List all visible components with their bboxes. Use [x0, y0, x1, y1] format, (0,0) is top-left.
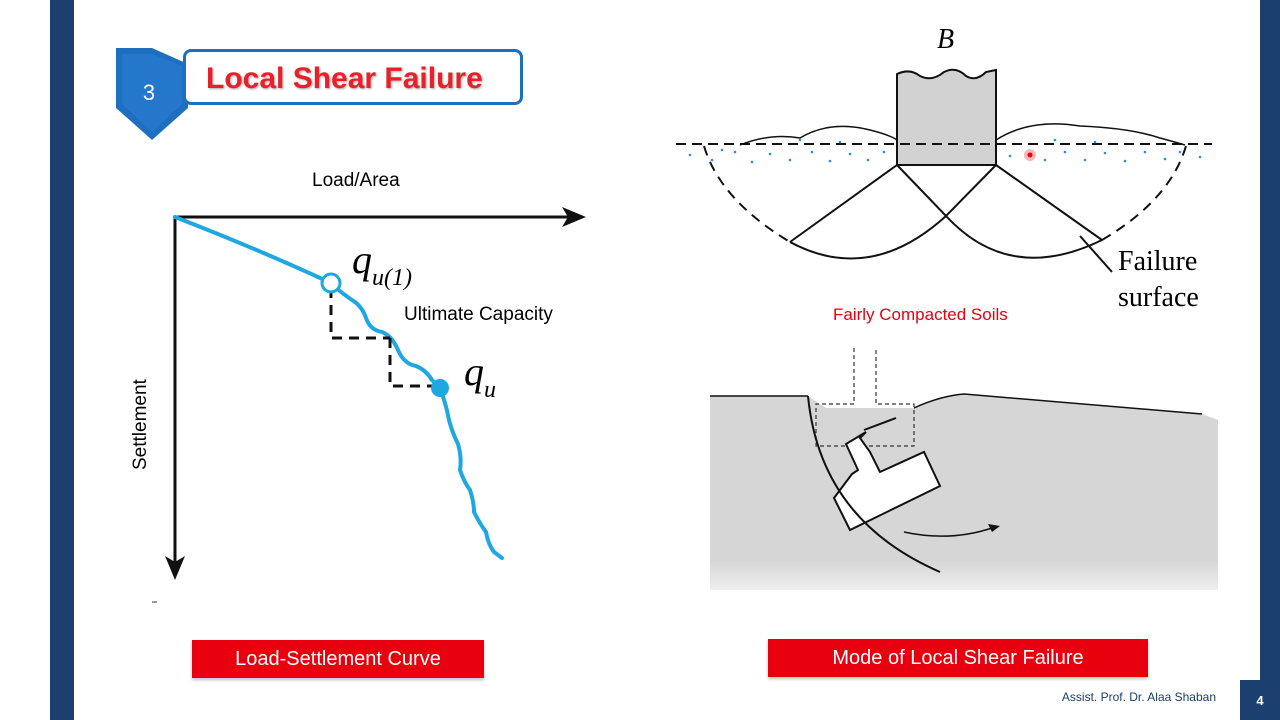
failure-surface-right — [1101, 145, 1187, 241]
model-failure-arc — [807, 395, 941, 573]
failure-leader-line — [1079, 235, 1113, 273]
footing-edge — [863, 417, 897, 431]
qu-label: qu — [464, 349, 496, 403]
page-title: Local Shear Failure — [206, 62, 483, 95]
mode-caption: Mode of Local Shear Failure — [768, 639, 1148, 677]
title-box: Local Shear Failure — [183, 49, 523, 105]
qu1-label: qu(1) — [352, 237, 412, 291]
heave-left — [739, 125, 898, 146]
load-settlement-caption: Load-Settlement Curve — [192, 640, 484, 678]
soil-surface-line — [710, 393, 1203, 415]
failure-surface-left — [703, 145, 791, 243]
load-settlement-curve — [173, 215, 504, 560]
left-accent-bar — [50, 0, 74, 720]
rotated-footing — [832, 431, 942, 532]
section-number-badge — [116, 48, 188, 140]
soil-body — [710, 394, 1218, 590]
failure-label-line2: surface — [1118, 282, 1199, 313]
footing-width-label: B — [937, 24, 955, 55]
rotation-arrow — [903, 527, 993, 537]
failure-arc-right — [945, 215, 1103, 259]
rotation-arrow-head — [988, 524, 1000, 532]
x-axis-arrow — [562, 207, 586, 227]
ultimate-capacity-label: Ultimate Capacity — [404, 304, 553, 325]
failure-label-line1: Failure — [1118, 246, 1198, 277]
heave-right — [995, 123, 1186, 146]
step-indicator-1 — [329, 288, 390, 340]
qu-marker — [431, 379, 449, 397]
x-axis-label: Load/Area — [312, 170, 400, 191]
soil-speckle — [688, 138, 1202, 164]
footing — [896, 68, 997, 166]
footer-author: Assist. Prof. Dr. Alaa Shaban — [1061, 690, 1216, 704]
page-number: 4 — [1240, 680, 1280, 720]
failure-arc-left — [789, 215, 947, 260]
pointer-dot — [1027, 152, 1033, 158]
y-axis-arrow — [165, 556, 185, 580]
right-accent-bar — [1260, 0, 1280, 720]
section-number: 3 — [142, 80, 156, 105]
soil-caption: Fairly Compacted Soils — [833, 305, 1008, 324]
qu1-marker — [320, 272, 342, 294]
